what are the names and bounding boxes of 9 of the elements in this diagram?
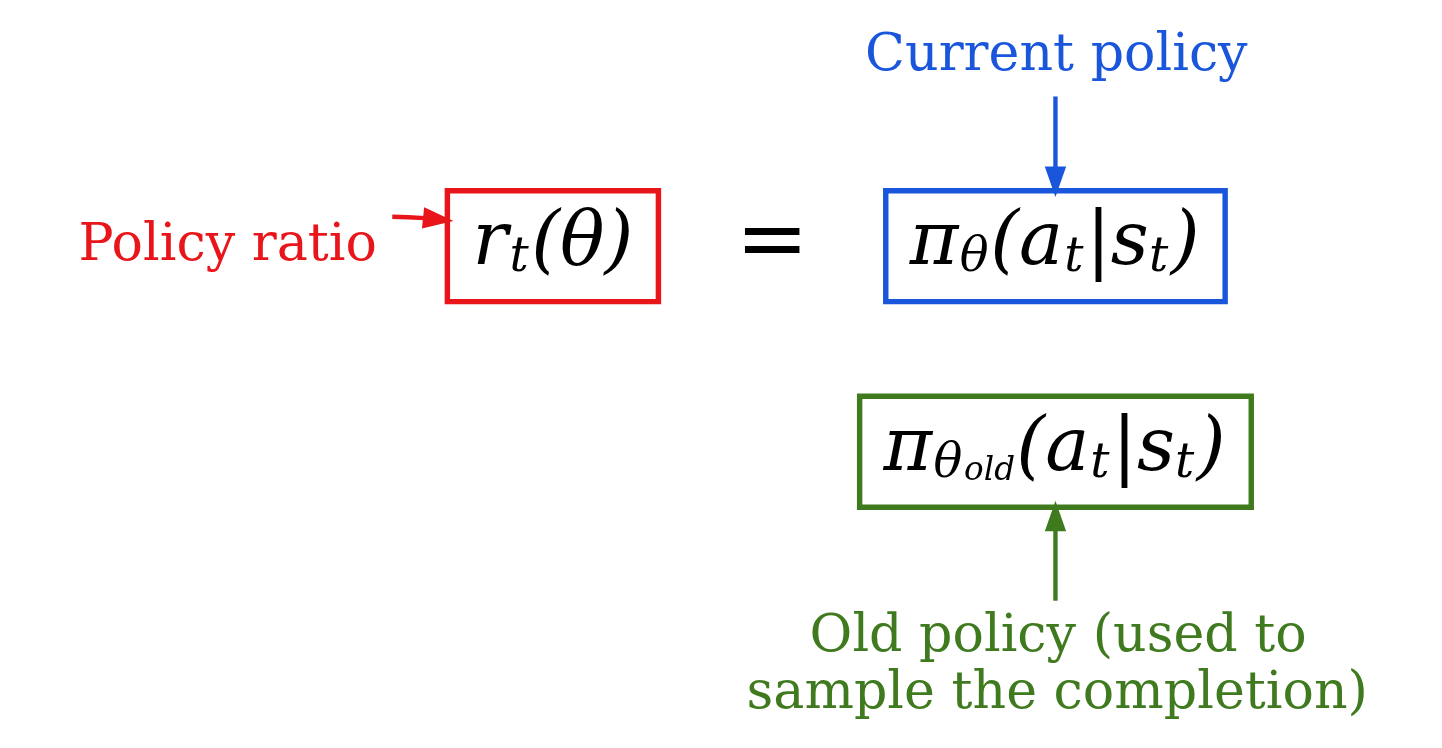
node-text: Policy ratio (78, 211, 377, 272)
arrow (1044, 95, 1066, 197)
node-box: rt(θ) (444, 187, 661, 304)
label: = (735, 186, 809, 289)
node-box: πθ(at|st) (882, 187, 1228, 304)
node-text: Old policy (used to sample the completion) (746, 602, 1368, 720)
arrow (1044, 500, 1066, 601)
arrow (391, 206, 453, 229)
node-text: Current policy (864, 21, 1248, 82)
